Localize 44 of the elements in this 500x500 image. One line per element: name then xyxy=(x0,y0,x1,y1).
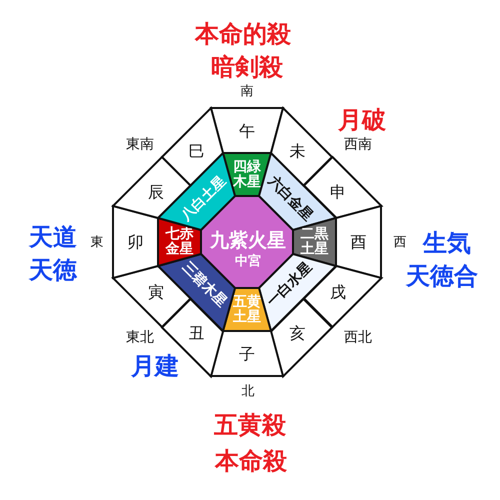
cell-label: 子 xyxy=(239,344,255,362)
annotation: 本命殺 xyxy=(215,448,287,474)
annotation: 五黄殺 xyxy=(214,412,286,438)
cell-label: 亥 xyxy=(289,324,306,342)
cell-label: 丑 xyxy=(188,324,205,342)
direction-label: 南 xyxy=(240,84,254,100)
direction-label: 東 xyxy=(90,236,104,250)
star-name: 九紫火星 xyxy=(210,230,286,252)
direction-label: 東南 xyxy=(126,137,154,153)
direction-label: 北 xyxy=(242,384,254,400)
direction-label: 西 xyxy=(394,236,406,250)
cell-label: 酉 xyxy=(350,233,366,251)
annotation: 本命的殺 xyxy=(195,20,291,48)
outer-ring-cell xyxy=(210,107,284,154)
cell-label: 未 xyxy=(289,142,306,160)
outer-ring-cell xyxy=(335,205,382,279)
annotation: 天徳合 xyxy=(406,262,478,290)
annotation: 天徳 xyxy=(29,256,77,284)
star-name: 八白土星 xyxy=(179,174,230,224)
cell-label: 寅 xyxy=(148,284,164,301)
cell-label: 卯 xyxy=(128,233,144,251)
star-name: 六白金星 xyxy=(264,174,315,224)
star-name: 四緑木星 xyxy=(232,159,262,190)
cell-label: 午 xyxy=(239,122,255,140)
direction-label: 東北 xyxy=(126,330,154,346)
star-name: 二黒土星 xyxy=(300,226,330,258)
cell-label: 辰 xyxy=(148,183,164,200)
center-label: 中宮 xyxy=(235,254,261,270)
direction-label: 西北 xyxy=(344,330,372,346)
annotation: 天道 xyxy=(29,224,77,250)
star-name: 五黄土星 xyxy=(232,294,262,325)
annotation: 暗剣殺 xyxy=(211,54,283,80)
star-name: 三碧木星 xyxy=(179,260,230,310)
star-name: 一白水星 xyxy=(264,260,315,310)
cell-label: 巳 xyxy=(188,142,205,160)
annotation: 生気 xyxy=(423,230,471,256)
outer-ring-cell xyxy=(210,330,284,377)
annotation: 月建 xyxy=(131,352,179,380)
star-name: 七赤金星 xyxy=(164,226,194,258)
cell-label: 戌 xyxy=(330,284,346,301)
outer-ring-cell xyxy=(112,205,159,279)
direction-label: 西南 xyxy=(344,137,372,153)
annotation: 月破 xyxy=(338,106,386,134)
cell-label: 申 xyxy=(330,183,346,200)
